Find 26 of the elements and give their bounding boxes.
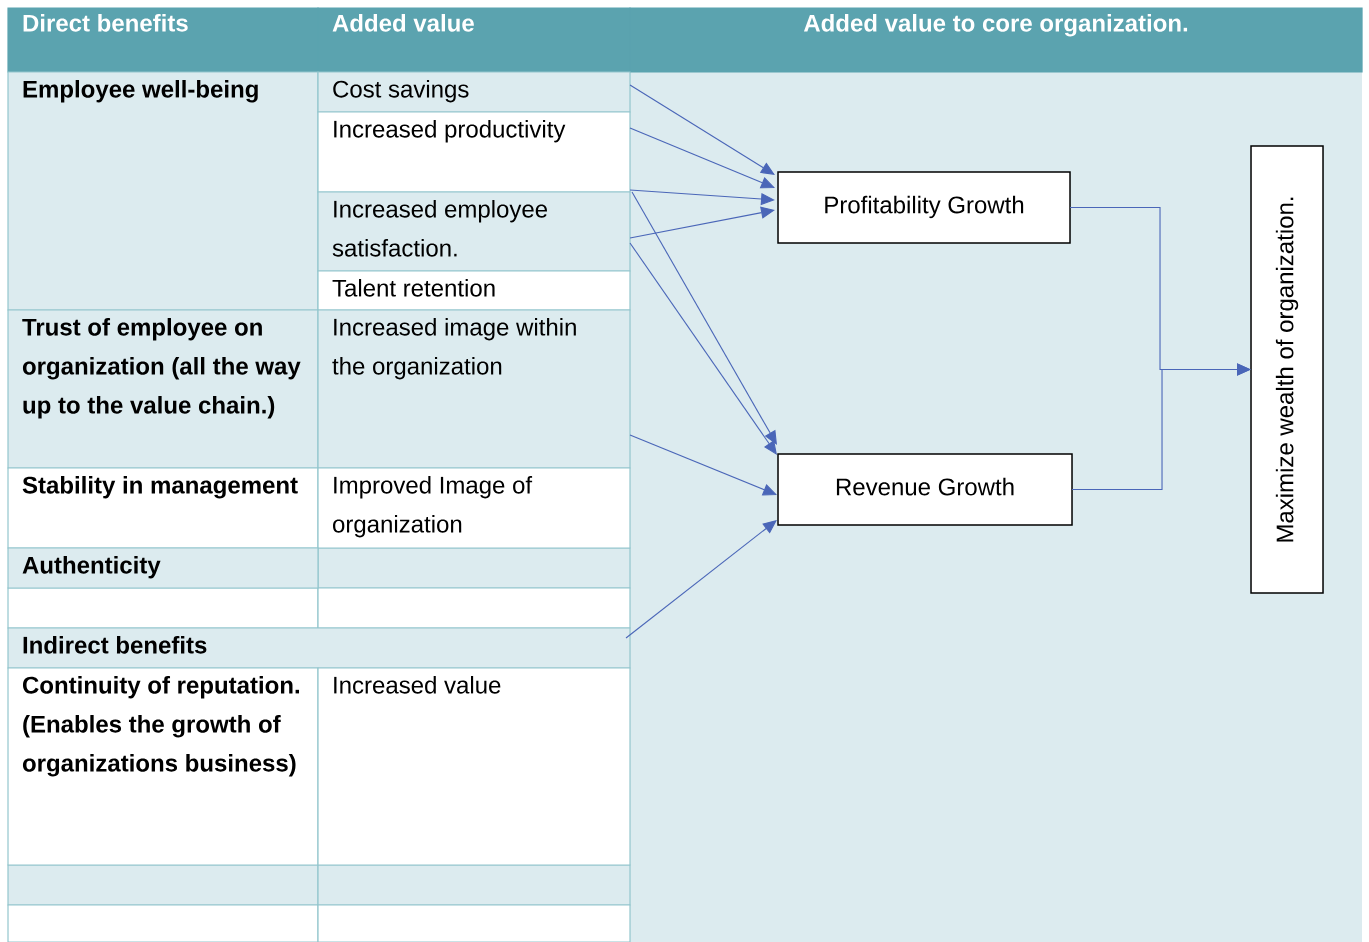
table-cell: Authenticity	[7, 547, 319, 589]
arrow	[629, 84, 775, 175]
goal-box: Maximize wealth of organization.	[1250, 145, 1324, 594]
table-cell: Improved Image of organization	[317, 467, 631, 549]
arrow	[629, 434, 777, 496]
table-cell: Continuity of reputation. (Enables the growth of organizations business)	[7, 667, 319, 866]
header-cell: Added value	[317, 7, 631, 73]
table-cell: Cost savings	[317, 71, 631, 113]
table-cell: Indirect benefits	[7, 627, 631, 669]
process-box: Profitability Growth	[777, 171, 1071, 244]
table-cell: Stability in management	[7, 467, 319, 549]
arrow	[625, 520, 777, 639]
header-cell: Direct benefits	[7, 7, 319, 73]
table-cell: Increased image within the organization	[317, 309, 631, 469]
arrow	[629, 127, 775, 189]
table-cell: Increased employee satisfaction.	[317, 191, 631, 272]
table-cell: Increased productivity	[317, 111, 631, 193]
arrow	[629, 206, 775, 239]
process-box: Revenue Growth	[777, 453, 1073, 526]
table-cell: Increased value	[317, 667, 631, 866]
arrow	[1071, 363, 1251, 491]
arrow	[631, 191, 777, 445]
arrow	[629, 242, 777, 455]
table-cell: Employee well-being	[7, 71, 319, 311]
table-cell: Trust of employee on organization (all the way up to the value chain.)	[7, 309, 319, 469]
table-cell: Talent retention	[317, 270, 631, 311]
